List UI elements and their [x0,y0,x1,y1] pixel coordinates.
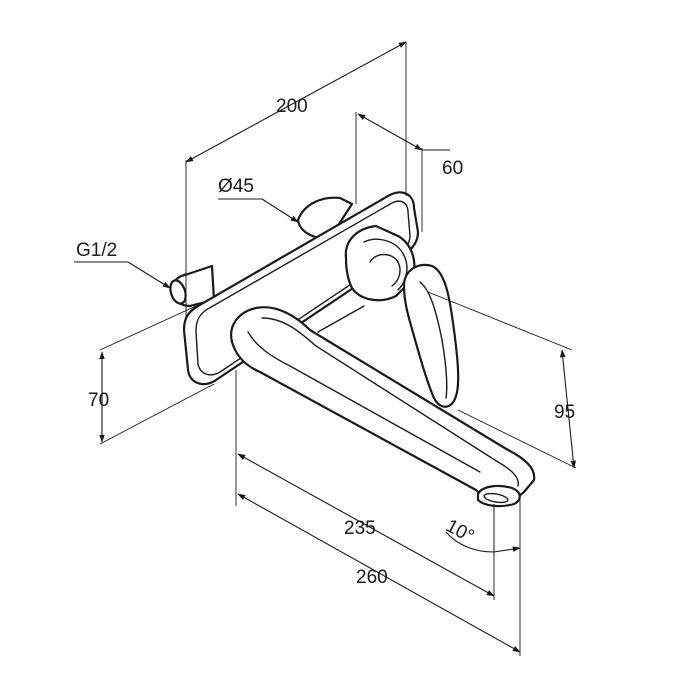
ext-70-top [99,305,197,351]
ext-95-bottom [457,409,577,469]
ext-70-bottom [99,383,215,445]
dim-line-60 [357,113,423,151]
ext-95-top [427,291,573,351]
leader-d45 [261,198,299,223]
leader-g12 [127,261,171,289]
label-70: 70 [88,390,109,411]
faucet-drawing [169,191,536,508]
label-60: 60 [442,158,463,179]
lever-handle [402,263,460,408]
dim-line-260 [237,493,521,653]
handle-cartridge-ring-2 [369,253,401,287]
label-95: 95 [554,402,575,423]
label-260: 260 [356,567,388,588]
spout-ridge [247,331,481,473]
dim-line-95 [559,349,577,469]
rear-rosette [296,196,354,240]
dim-line-200 [185,41,407,163]
spout [230,306,536,502]
lever-handle-edge [419,281,448,399]
spout-top-edge [261,317,519,487]
connection-pipe-end [169,279,187,305]
label-d45: Ø45 [218,176,254,197]
spout-base-edge [317,305,365,333]
label-g12: G1/2 [76,240,117,261]
label-10-degrees: 10° [442,516,477,548]
label-235: 235 [344,518,376,539]
label-200: 200 [276,96,308,117]
dimension-lines [74,41,577,656]
